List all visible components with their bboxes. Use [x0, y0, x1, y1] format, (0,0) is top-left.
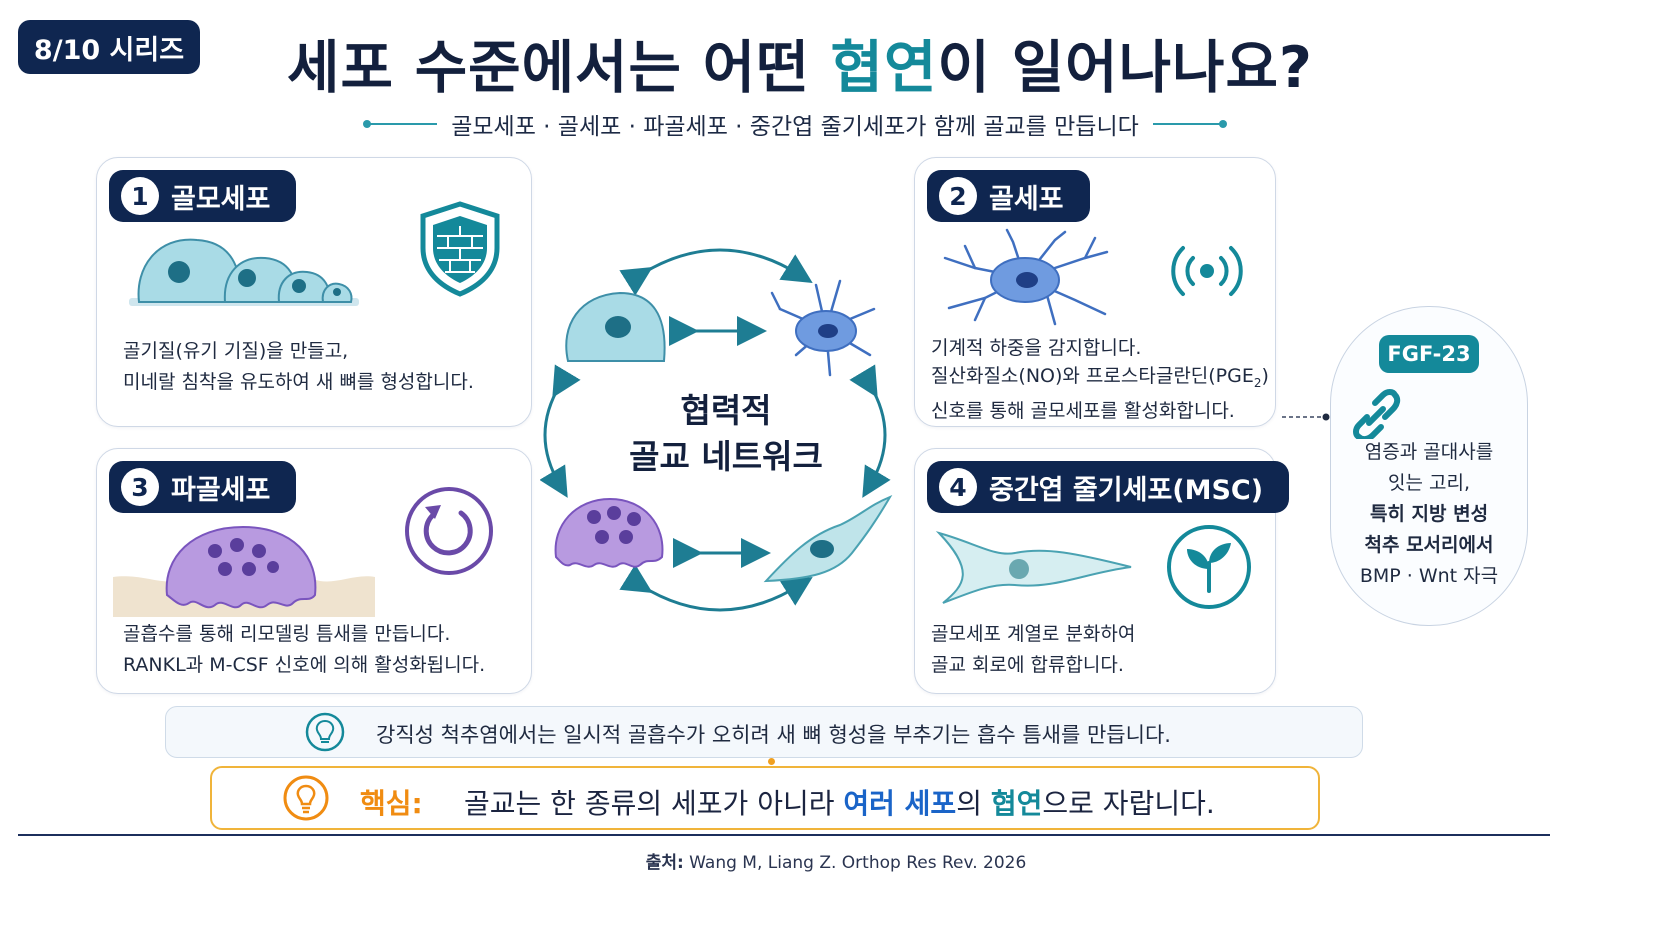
- osteocyte-cell-illustration: [943, 228, 1109, 326]
- desc-line: 기계적 하중을 감지합니다.: [931, 337, 1142, 359]
- card-title: 중간엽 줄기세포(MSC): [989, 474, 1264, 506]
- desc-text: 질산화질소(NO)와 프로스타글란딘(PGE: [931, 365, 1254, 387]
- network-cycle-illustration: [540, 248, 893, 612]
- title-highlight: 협연: [830, 35, 938, 101]
- desc-line: 골흡수를 통해 리모델링 틈새를 만듭니다.: [123, 623, 451, 645]
- sprout-icon: [1167, 525, 1251, 609]
- card-number: 4: [939, 468, 977, 506]
- key-text-part: 의: [956, 787, 991, 820]
- key-text: 골교는 한 종류의 세포가 아니라 여러 세포의 협연으로 자랍니다.: [464, 782, 1215, 822]
- note-text: 강직성 척추염에서는 일시적 골흡수가 오히려 새 뼈 형성을 부추기는 흡수 …: [376, 723, 1171, 747]
- desc-line: 골기질(유기 기질)을 만들고,: [123, 340, 349, 362]
- osteoblast-cells-illustration: [129, 238, 359, 306]
- desc-close: ): [1261, 365, 1269, 387]
- key-text-part: 골교는 한 종류의 세포가 아니라: [464, 787, 844, 820]
- fgf23-panel: FGF-23 염증과 골대사를 잇는 고리, 특히 지방 변성 척추 모서리에서…: [1330, 306, 1528, 626]
- key-message-bar: 핵심: 골교는 한 종류의 세포가 아니라 여러 세포의 협연으로 자랍니다.: [210, 766, 1320, 830]
- card-title: 골세포: [989, 183, 1064, 215]
- signal-icon: [1171, 246, 1243, 296]
- title-part1: 세포 수준에서는 어떤: [287, 35, 831, 101]
- desc-line: 골교 회로에 합류합니다.: [931, 654, 1124, 676]
- card-desc-osteoclast: 골흡수를 통해 리모델링 틈새를 만듭니다. RANKL과 M-CSF 신호에 …: [123, 619, 485, 681]
- subtitle: 골모세포 · 골세포 · 파골세포 · 중간엽 줄기세포가 함께 골교를 만듭니…: [451, 114, 1139, 140]
- card-tag-osteocyte: 2 골세포: [927, 170, 1090, 222]
- fgf23-line: 잇는 고리,: [1388, 472, 1470, 494]
- key-highlight-harmony: 협연: [990, 787, 1043, 820]
- fgf23-line: 특히 지방 변성: [1369, 503, 1489, 525]
- footer-rule: [18, 834, 1550, 836]
- chain-link-icon: [1353, 389, 1401, 439]
- card-osteoclast: 3 파골세포 골흡수를 통해 리모델링 틈새를 만듭니다. RANKL과 M-C…: [96, 448, 532, 694]
- card-msc: 4 중간엽 줄기세포(MSC) 골모세포 계열로 분화하여 골교 회로에 합류합…: [914, 448, 1290, 694]
- subtitle-row: 골모세포 · 골세포 · 파골세포 · 중간엽 줄기세포가 함께 골교를 만듭니…: [300, 106, 1290, 142]
- card-number: 3: [121, 468, 159, 506]
- card-tag-msc: 4 중간엽 줄기세포(MSC): [927, 461, 1290, 513]
- footer-label: 출처:: [645, 853, 684, 873]
- lightbulb-idea-icon: [283, 775, 329, 821]
- card-desc-msc: 골모세포 계열로 분화하여 골교 회로에 합류합니다.: [931, 619, 1135, 681]
- card-title: 골모세포: [171, 183, 271, 215]
- desc-line: 미네랄 침착을 유도하여 새 뼈를 형성합니다.: [123, 371, 474, 393]
- center-label-line1: 협력적: [680, 391, 772, 430]
- card-tag-osteoblast: 1 골모세포: [109, 170, 297, 222]
- title-part2: 이 일어나나요?: [937, 35, 1313, 101]
- note-bar: 강직성 척추염에서는 일시적 골흡수가 오히려 새 뼈 형성을 부추기는 흡수 …: [165, 706, 1363, 758]
- fgf23-line: 척추 모서리에서: [1364, 534, 1494, 556]
- network-center-label: 협력적 골교 네트워크: [606, 388, 846, 480]
- desc-line: 신호를 통해 골모세포를 활성화합니다.: [931, 399, 1235, 422]
- center-label-line2: 골교 네트워크: [629, 437, 823, 476]
- key-text-part: 으로 자랍니다.: [1042, 787, 1215, 820]
- fgf23-line: BMP · Wnt 자극: [1359, 565, 1499, 587]
- osteoclast-cell-illustration: [113, 525, 375, 617]
- card-title: 파골세포: [171, 474, 271, 506]
- page-title: 세포 수준에서는 어떤 협연이 일어나나요?: [200, 22, 1400, 104]
- subtitle-line-left: [363, 120, 438, 128]
- subtitle-line-right: [1152, 120, 1227, 128]
- footer-source: 출처: Wang M, Liang Z. Orthop Res Rev. 202…: [0, 848, 1672, 873]
- card-number: 2: [939, 177, 977, 215]
- card-osteocyte: 2 골세포 기계적 하중을 감지합니다. 질산화질소(NO)와 프로스타글란딘(…: [914, 157, 1276, 427]
- card-desc-osteoblast: 골기질(유기 기질)을 만들고, 미네랄 침착을 유도하여 새 뼈를 형성합니다…: [123, 336, 474, 398]
- card-tag-osteoclast: 3 파골세포: [109, 461, 297, 513]
- series-badge: 8/10 시리즈: [18, 20, 200, 74]
- card-osteoblast: 1 골모세포 골기질(유기 기질)을 만들고, 미네랄 침착을 유도하여 새 뼈…: [96, 157, 532, 427]
- desc-line: 질산화질소(NO)와 프로스타글란딘(PGE2): [931, 362, 1269, 397]
- footer-text: Wang M, Liang Z. Orthop Res Rev. 2026: [683, 853, 1027, 873]
- card-desc-osteocyte: 기계적 하중을 감지합니다. 질산화질소(NO)와 프로스타글란딘(PGE2) …: [931, 334, 1269, 425]
- cycle-arrow-icon: [405, 487, 493, 575]
- lightbulb-icon: [305, 712, 345, 752]
- dashed-connector: [1282, 413, 1330, 421]
- subscript: 2: [1253, 375, 1262, 390]
- fgf23-line: 염증과 골대사를: [1364, 441, 1494, 463]
- msc-cell-illustration: [935, 531, 1132, 604]
- connector-dot: [768, 758, 775, 765]
- desc-line: RANKL과 M-CSF 신호에 의해 활성화됩니다.: [123, 654, 486, 676]
- shield-brick-icon: [420, 201, 500, 297]
- card-number: 1: [121, 177, 159, 215]
- key-label: 핵심:: [360, 787, 423, 820]
- fgf23-badge: FGF-23: [1379, 335, 1479, 373]
- desc-line: 골모세포 계열로 분화하여: [931, 623, 1136, 645]
- key-highlight-cells: 여러 세포: [843, 787, 957, 820]
